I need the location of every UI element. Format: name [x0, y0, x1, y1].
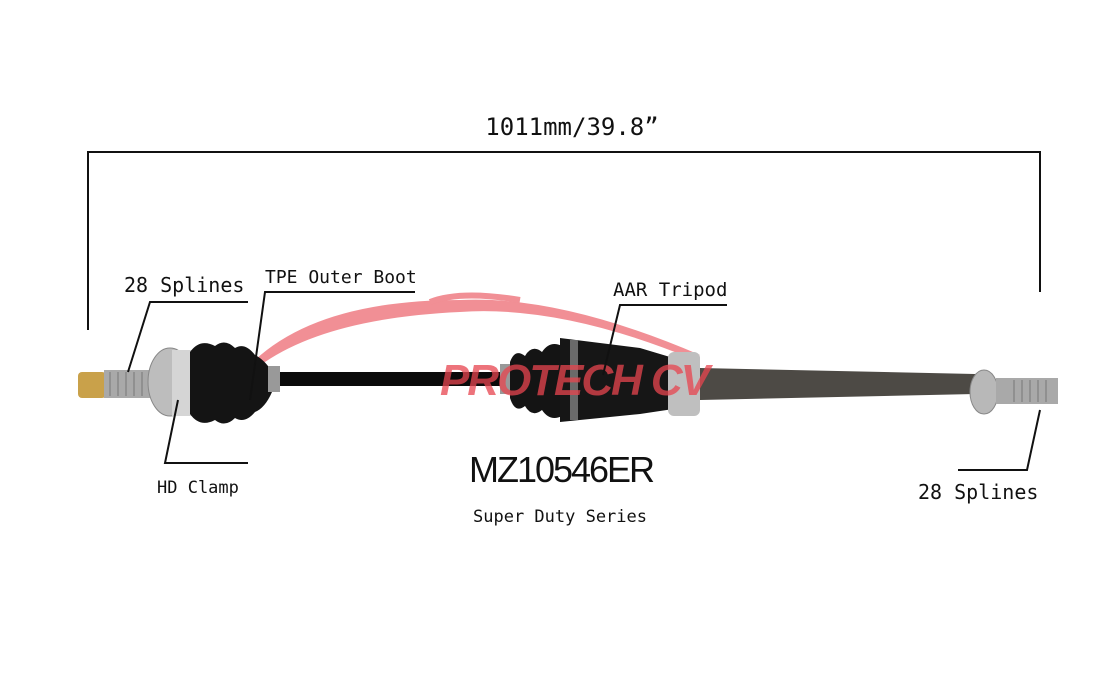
right-splines-label: 28 Splines: [918, 480, 1038, 504]
part-number: MZ10546ER: [469, 449, 655, 490]
dimension-bracket: [87, 151, 1041, 330]
right-spline-stub: [996, 378, 1058, 404]
outer-boot: [190, 342, 272, 424]
long-shaft: [700, 368, 975, 400]
watermark-text: PROTECH CV: [440, 356, 714, 405]
cv-axle: [78, 338, 1058, 424]
left-spline-stub: [104, 370, 152, 398]
boot-clamp: [268, 366, 280, 392]
tripod-label: AAR Tripod: [613, 279, 727, 301]
right-flange: [969, 369, 999, 415]
clamp-label: HD Clamp: [157, 478, 239, 498]
tripod-housing: [560, 338, 680, 422]
inner-flange: [668, 352, 700, 416]
left-nut: [78, 372, 106, 398]
intermediate-shaft: [270, 372, 515, 386]
outer-boot-label: TPE Outer Boot: [265, 267, 417, 288]
series-label: Super Duty Series: [473, 507, 647, 527]
overall-length-label: 1011mm/39.8”: [485, 113, 658, 141]
leader-lines: [127, 291, 1041, 471]
watermark-logo: [255, 292, 700, 362]
left-splines-label: 28 Splines: [124, 273, 244, 297]
inner-boot: [510, 344, 562, 418]
